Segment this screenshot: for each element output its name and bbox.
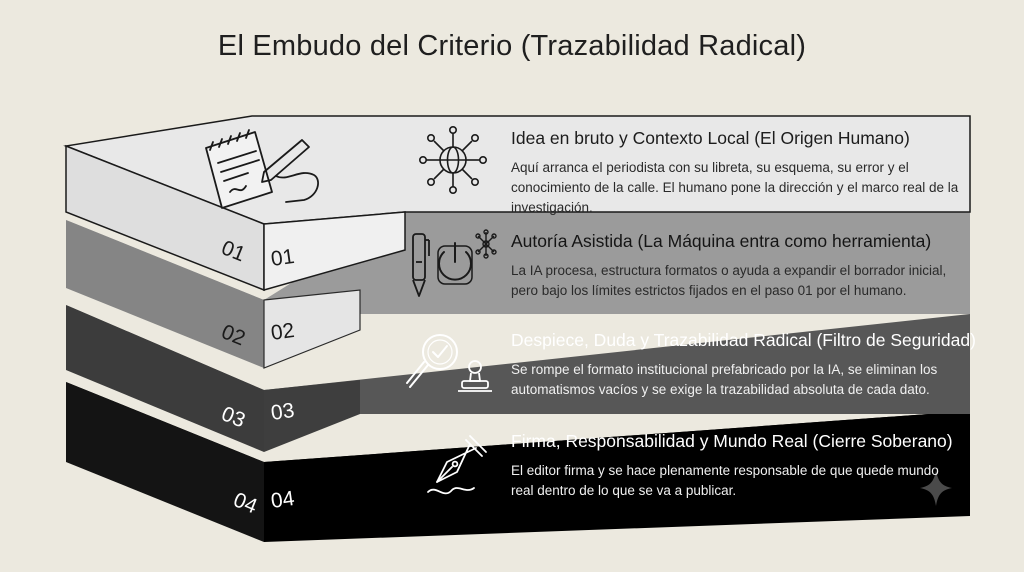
pen-icon — [412, 233, 430, 297]
layer-2: 02 02 — [66, 212, 970, 369]
layer-2-text: Autoría Asistida (La Máquina entra como … — [511, 231, 961, 301]
layer-1-heading: Idea en bruto y Contexto Local (El Orige… — [511, 128, 910, 148]
layer-2-top-face — [66, 212, 970, 314]
layer-2-side-face — [263, 289, 361, 369]
fountain-pen-nib-icon — [427, 435, 487, 495]
node-network-icon — [475, 229, 497, 259]
layer-3: 03 03 — [66, 305, 970, 452]
notepad-writing-icon — [205, 129, 319, 209]
layer-3-front-face — [66, 305, 264, 452]
layer-4: 04 04 — [66, 382, 970, 542]
stamp-icon — [458, 360, 492, 392]
layer-1-text: Idea en bruto y Contexto Local (El Orige… — [511, 128, 961, 218]
diagram-title: El Embudo del Criterio (Trazabilidad Rad… — [217, 30, 807, 62]
power-icon — [437, 242, 473, 285]
layer-4-front-face — [66, 382, 264, 542]
layer-1-description: Aquí arranca el periodista con su libret… — [511, 160, 959, 215]
layer-4-side-face — [264, 411, 970, 542]
layer-2-number-side: 02 — [269, 319, 295, 345]
layer-3-side-face — [264, 380, 360, 452]
sparkle-icon — [920, 470, 952, 506]
layer-3-heading: Despiece, Duda y Trazabilidad Radical (F… — [511, 330, 976, 350]
layer-3-description: Se rompe el formato institucional prefab… — [511, 362, 938, 397]
layer-4-number-side: 04 — [269, 487, 296, 513]
layer-3-top-face — [66, 305, 970, 414]
layer-1-side-face — [263, 211, 406, 291]
layer-2-front-face — [66, 220, 264, 368]
layer-1: 01 01 — [63, 115, 971, 292]
layer-1-number-side: 01 — [269, 245, 295, 271]
layer-4-text: Firma, Responsabilidad y Mundo Real (Cie… — [511, 431, 961, 501]
layer-3-text: Despiece, Duda y Trazabilidad Radical (F… — [511, 330, 976, 400]
layer-4-description: El editor firma y se hace plenamente res… — [511, 463, 939, 498]
network-globe-icon — [418, 126, 487, 195]
layer-4-heading: Firma, Responsabilidad y Mundo Real (Cie… — [511, 431, 953, 451]
layer-2-heading: Autoría Asistida (La Máquina entra como … — [511, 231, 932, 251]
layer-3-number-side: 03 — [269, 399, 295, 425]
magnifier-check-icon — [406, 334, 458, 388]
layer-2-description: La IA procesa, estructura formatos o ayu… — [511, 263, 947, 298]
